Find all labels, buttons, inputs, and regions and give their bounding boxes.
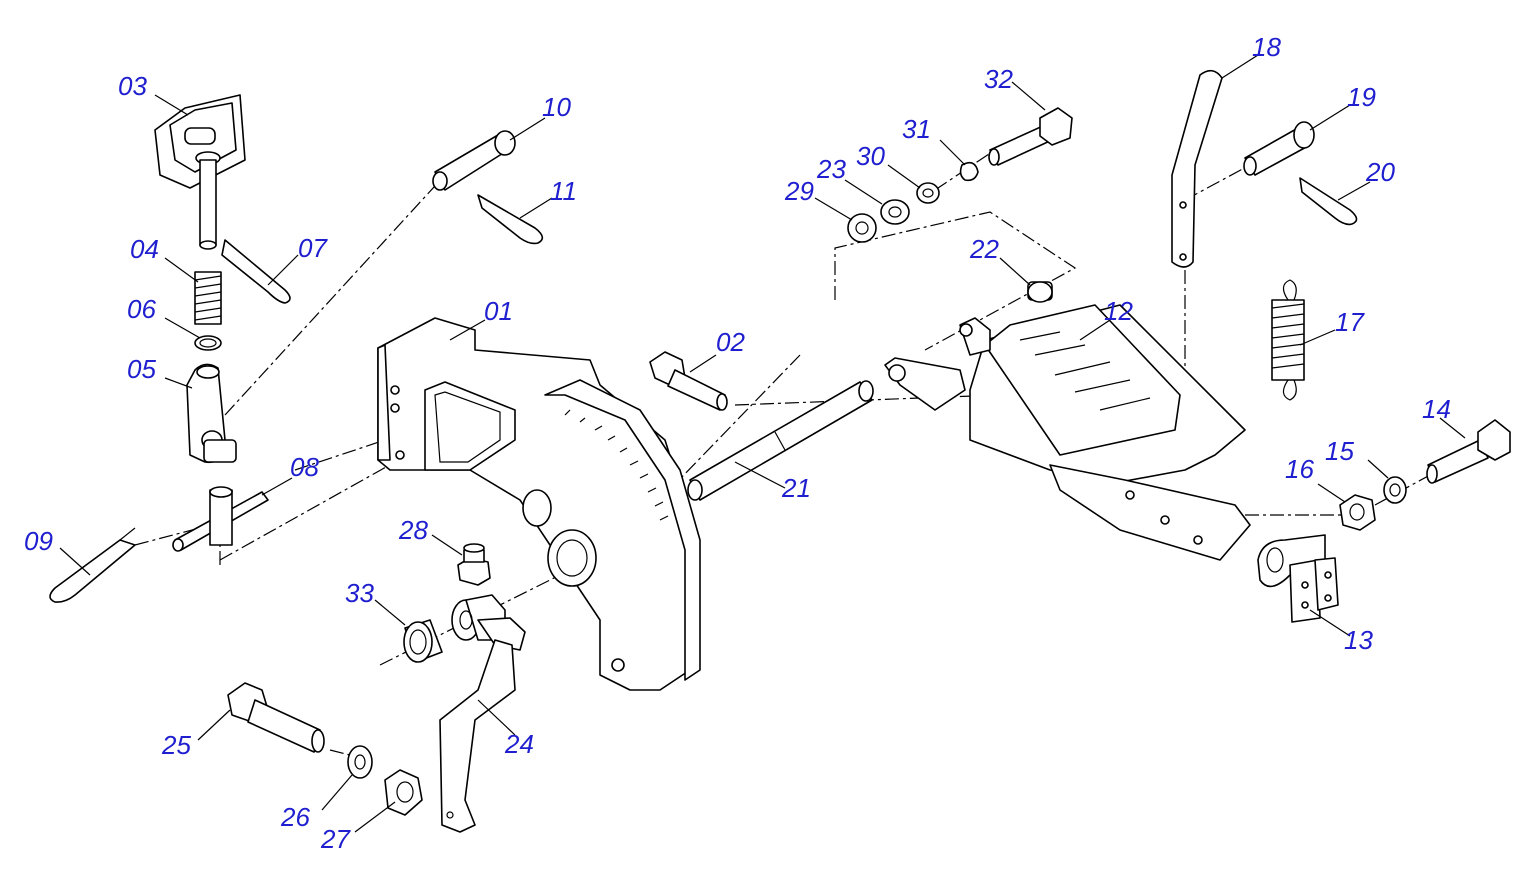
label-30: 30 xyxy=(856,141,885,171)
part-31-lock-washer xyxy=(959,161,979,182)
part-02-bolt xyxy=(649,351,728,411)
part-19-clevis-pin xyxy=(1243,121,1315,176)
label-21: 21 xyxy=(781,473,811,503)
label-23: 23 xyxy=(816,154,846,184)
part-09-cotter-pin xyxy=(49,527,136,603)
label-27: 27 xyxy=(320,824,351,854)
label-06: 06 xyxy=(127,294,156,324)
label-09: 09 xyxy=(24,526,53,556)
label-22: 22 xyxy=(969,234,999,264)
label-15: 15 xyxy=(1325,436,1354,466)
part-17-spring xyxy=(1271,279,1305,401)
label-14: 14 xyxy=(1422,394,1451,424)
label-01: 01 xyxy=(484,296,513,326)
part-27-nut xyxy=(384,769,423,816)
part-29-washer xyxy=(847,213,877,243)
label-11: 11 xyxy=(550,176,577,206)
label-13: 13 xyxy=(1344,625,1373,655)
part-26-washer xyxy=(347,745,373,779)
part-18-link xyxy=(1171,69,1223,268)
part-05-lever xyxy=(186,363,237,464)
part-33-bushing xyxy=(403,619,443,663)
part-10-clevis-pin xyxy=(432,130,516,191)
part-16-nut xyxy=(1339,494,1376,531)
part-04-spring xyxy=(194,271,222,325)
part-12-arm xyxy=(884,304,1251,561)
label-12: 12 xyxy=(1104,296,1133,326)
label-02: 02 xyxy=(716,327,745,357)
label-18: 18 xyxy=(1252,32,1281,62)
part-32-bolt xyxy=(988,107,1073,166)
label-32: 32 xyxy=(984,64,1013,94)
part-labels: 03 04 06 05 07 08 09 10 11 01 02 12 18 1… xyxy=(24,32,1451,854)
label-20: 20 xyxy=(1365,157,1395,187)
label-10: 10 xyxy=(542,92,571,122)
part-28-grease-fitting xyxy=(457,543,491,586)
label-33: 33 xyxy=(345,578,374,608)
part-23-washer xyxy=(880,199,910,225)
label-03: 03 xyxy=(118,71,147,101)
part-20-cotter-pin xyxy=(1299,177,1358,226)
part-08-pin xyxy=(172,486,269,552)
label-17: 17 xyxy=(1335,307,1365,337)
label-05: 05 xyxy=(127,354,156,384)
part-21-shaft xyxy=(687,380,874,501)
label-08: 08 xyxy=(290,452,319,482)
part-24-lever xyxy=(439,594,526,833)
label-04: 04 xyxy=(130,234,159,264)
part-14-bolt xyxy=(1426,419,1511,484)
label-31: 31 xyxy=(902,114,931,144)
part-22-bushing xyxy=(1027,281,1053,303)
part-07-cotter-pin xyxy=(221,239,291,304)
part-01-sector-bracket xyxy=(377,317,701,691)
label-07: 07 xyxy=(298,233,328,263)
part-13-bracket xyxy=(1257,534,1339,623)
part-06-washer xyxy=(194,335,222,351)
label-28: 28 xyxy=(398,515,428,545)
label-26: 26 xyxy=(280,802,310,832)
label-24: 24 xyxy=(504,729,534,759)
part-30-washer xyxy=(916,182,940,204)
label-19: 19 xyxy=(1347,82,1376,112)
leader-lines xyxy=(59,54,1466,833)
part-25-bolt xyxy=(227,682,325,753)
part-11-cotter-pin xyxy=(477,194,544,245)
label-16: 16 xyxy=(1285,454,1314,484)
label-29: 29 xyxy=(784,176,814,206)
label-25: 25 xyxy=(161,730,191,760)
part-03-handle xyxy=(154,94,246,250)
part-15-washer xyxy=(1383,476,1407,504)
